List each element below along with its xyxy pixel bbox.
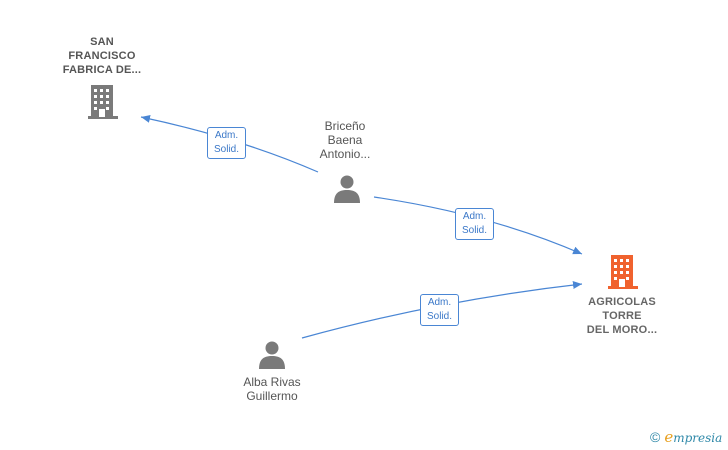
edge-label-adm-solid[interactable]: Adm. Solid. — [420, 294, 460, 326]
edge-label-adm-solid[interactable]: Adm. Solid. — [455, 208, 495, 240]
brand-e-letter: e — [664, 428, 674, 446]
edge-label-adm-solid[interactable]: Adm. Solid. — [207, 127, 247, 159]
company-agricolas-label[interactable]: AGRICOLAS TORRE DEL MORO... — [586, 296, 658, 336]
building-icon-highlighted[interactable] — [606, 254, 640, 290]
person-alba-label[interactable]: Alba Rivas Guillermo — [243, 375, 301, 403]
empresia-logo: ©empresia — [650, 428, 722, 446]
person-briceno-label[interactable]: Briceño Baena Antonio... — [319, 119, 371, 161]
person-icon[interactable] — [257, 340, 287, 370]
copyright-symbol: © — [650, 429, 661, 445]
brand-name: mpresia — [673, 431, 723, 445]
company-san-francisco-label[interactable]: SAN FRANCISCO FABRICA DE... — [62, 36, 142, 76]
person-icon[interactable] — [332, 174, 362, 204]
building-icon[interactable] — [86, 84, 120, 120]
